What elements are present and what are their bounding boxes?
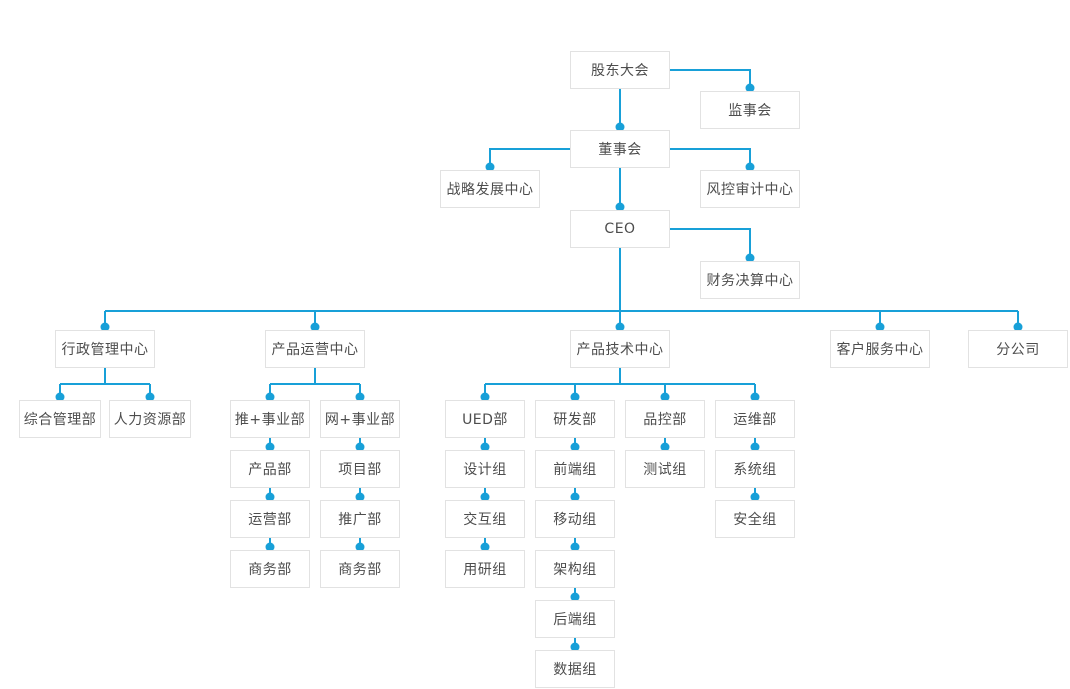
org-node-label: 后端组 [553,612,597,628]
org-node-project-dept[interactable]: 项目部 [320,450,400,488]
org-node-label: 人力资源部 [113,412,187,428]
org-node-risk-audit-center[interactable]: 风控审计中心 [700,170,800,208]
org-node-label: 运维部 [733,412,777,428]
org-node-label: 测试组 [643,462,687,478]
org-node-label: 项目部 [338,462,382,478]
org-node-data-team[interactable]: 数据组 [535,650,615,688]
org-node-label: 用研组 [463,562,507,578]
org-node-system-team[interactable]: 系统组 [715,450,795,488]
org-node-label: 商务部 [338,562,382,578]
org-node-operations-maintenance-dept[interactable]: 运维部 [715,400,795,438]
org-node-label: 战略发展中心 [446,182,534,198]
org-node-label: 推广部 [338,512,382,528]
org-node-product-technology-center[interactable]: 产品技术中心 [570,330,670,368]
org-node-label: 前端组 [553,462,597,478]
org-node-shareholders-meeting[interactable]: 股东大会 [570,51,670,89]
org-node-user-research-team[interactable]: 用研组 [445,550,525,588]
org-node-interaction-team[interactable]: 交互组 [445,500,525,538]
org-node-label: 产品技术中心 [576,342,664,358]
org-node-business-dept-wang[interactable]: 商务部 [320,550,400,588]
org-node-operation-dept[interactable]: 运营部 [230,500,310,538]
org-node-label: 产品部 [248,462,292,478]
org-node-promotion-dept[interactable]: 推广部 [320,500,400,538]
org-node-label: 品控部 [643,412,687,428]
org-node-label: 风控审计中心 [706,182,794,198]
org-node-label: 研发部 [553,412,597,428]
org-node-label: 架构组 [553,562,597,578]
org-node-wang-plus-division[interactable]: 网+事业部 [320,400,400,438]
org-node-backend-team[interactable]: 后端组 [535,600,615,638]
org-node-label: 移动组 [553,512,597,528]
org-node-admin-management-center[interactable]: 行政管理中心 [55,330,155,368]
org-node-product-dept[interactable]: 产品部 [230,450,310,488]
org-node-label: 产品运营中心 [271,342,359,358]
org-node-label: CEO [604,221,636,237]
org-node-label: 分公司 [996,342,1040,358]
org-node-label: 股东大会 [591,63,649,79]
org-node-ceo[interactable]: CEO [570,210,670,248]
org-node-label: 系统组 [733,462,777,478]
org-node-label: 综合管理部 [23,412,97,428]
org-node-business-dept-tui[interactable]: 商务部 [230,550,310,588]
org-node-label: 安全组 [733,512,777,528]
org-node-architecture-team[interactable]: 架构组 [535,550,615,588]
org-node-test-team[interactable]: 测试组 [625,450,705,488]
org-node-label: 设计组 [463,462,507,478]
org-node-rnd-dept[interactable]: 研发部 [535,400,615,438]
org-node-human-resources-dept[interactable]: 人力资源部 [109,400,191,438]
org-node-ued-dept[interactable]: UED部 [445,400,525,438]
org-node-label: 推+事业部 [234,412,306,428]
org-node-frontend-team[interactable]: 前端组 [535,450,615,488]
org-node-quality-control-dept[interactable]: 品控部 [625,400,705,438]
org-node-label: 网+事业部 [324,412,396,428]
org-node-product-operation-center[interactable]: 产品运营中心 [265,330,365,368]
org-node-label: 交互组 [463,512,507,528]
org-node-design-team[interactable]: 设计组 [445,450,525,488]
org-node-branch-company[interactable]: 分公司 [968,330,1068,368]
org-node-label: 运营部 [248,512,292,528]
org-node-general-management-dept[interactable]: 综合管理部 [19,400,101,438]
org-node-customer-service-center[interactable]: 客户服务中心 [830,330,930,368]
org-node-strategy-development-center[interactable]: 战略发展中心 [440,170,540,208]
org-node-board-of-directors[interactable]: 董事会 [570,130,670,168]
org-node-label: 财务决算中心 [706,273,794,289]
org-node-supervisory-board[interactable]: 监事会 [700,91,800,129]
org-node-label: 监事会 [728,103,772,119]
org-node-financial-settlement-center[interactable]: 财务决算中心 [700,261,800,299]
org-node-tui-plus-division[interactable]: 推+事业部 [230,400,310,438]
org-node-label: 董事会 [598,142,642,158]
org-node-mobile-team[interactable]: 移动组 [535,500,615,538]
org-node-security-team[interactable]: 安全组 [715,500,795,538]
org-node-label: 数据组 [553,662,597,678]
org-node-label: 行政管理中心 [61,342,149,358]
org-node-label: 客户服务中心 [836,342,924,358]
org-node-label: UED部 [462,412,508,428]
org-node-label: 商务部 [248,562,292,578]
